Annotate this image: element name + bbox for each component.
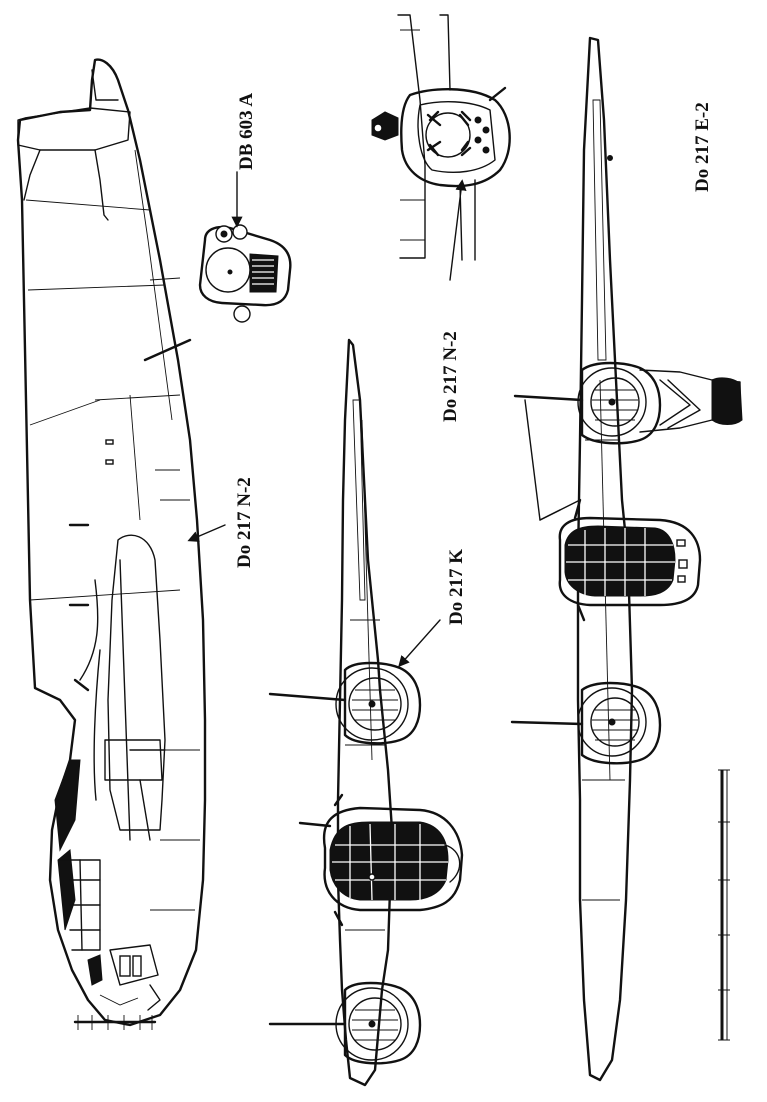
engine-front-view (198, 224, 292, 323)
front-view (371, 14, 511, 261)
scale-bar (718, 769, 730, 1041)
leader-lines (187, 171, 467, 668)
side-view-label: Do 217 N-2 (234, 477, 255, 568)
plan-e2-label: Do 217 E-2 (692, 102, 713, 192)
engine-label: DB 603 A (236, 93, 257, 170)
side-view-fuselage (16, 58, 207, 1030)
front-view-label: Do 217 N-2 (440, 331, 461, 422)
plan-k-label: Do 217 K (446, 549, 467, 625)
plan-view-e2 (510, 36, 743, 1082)
plan-view-k (268, 338, 464, 1087)
